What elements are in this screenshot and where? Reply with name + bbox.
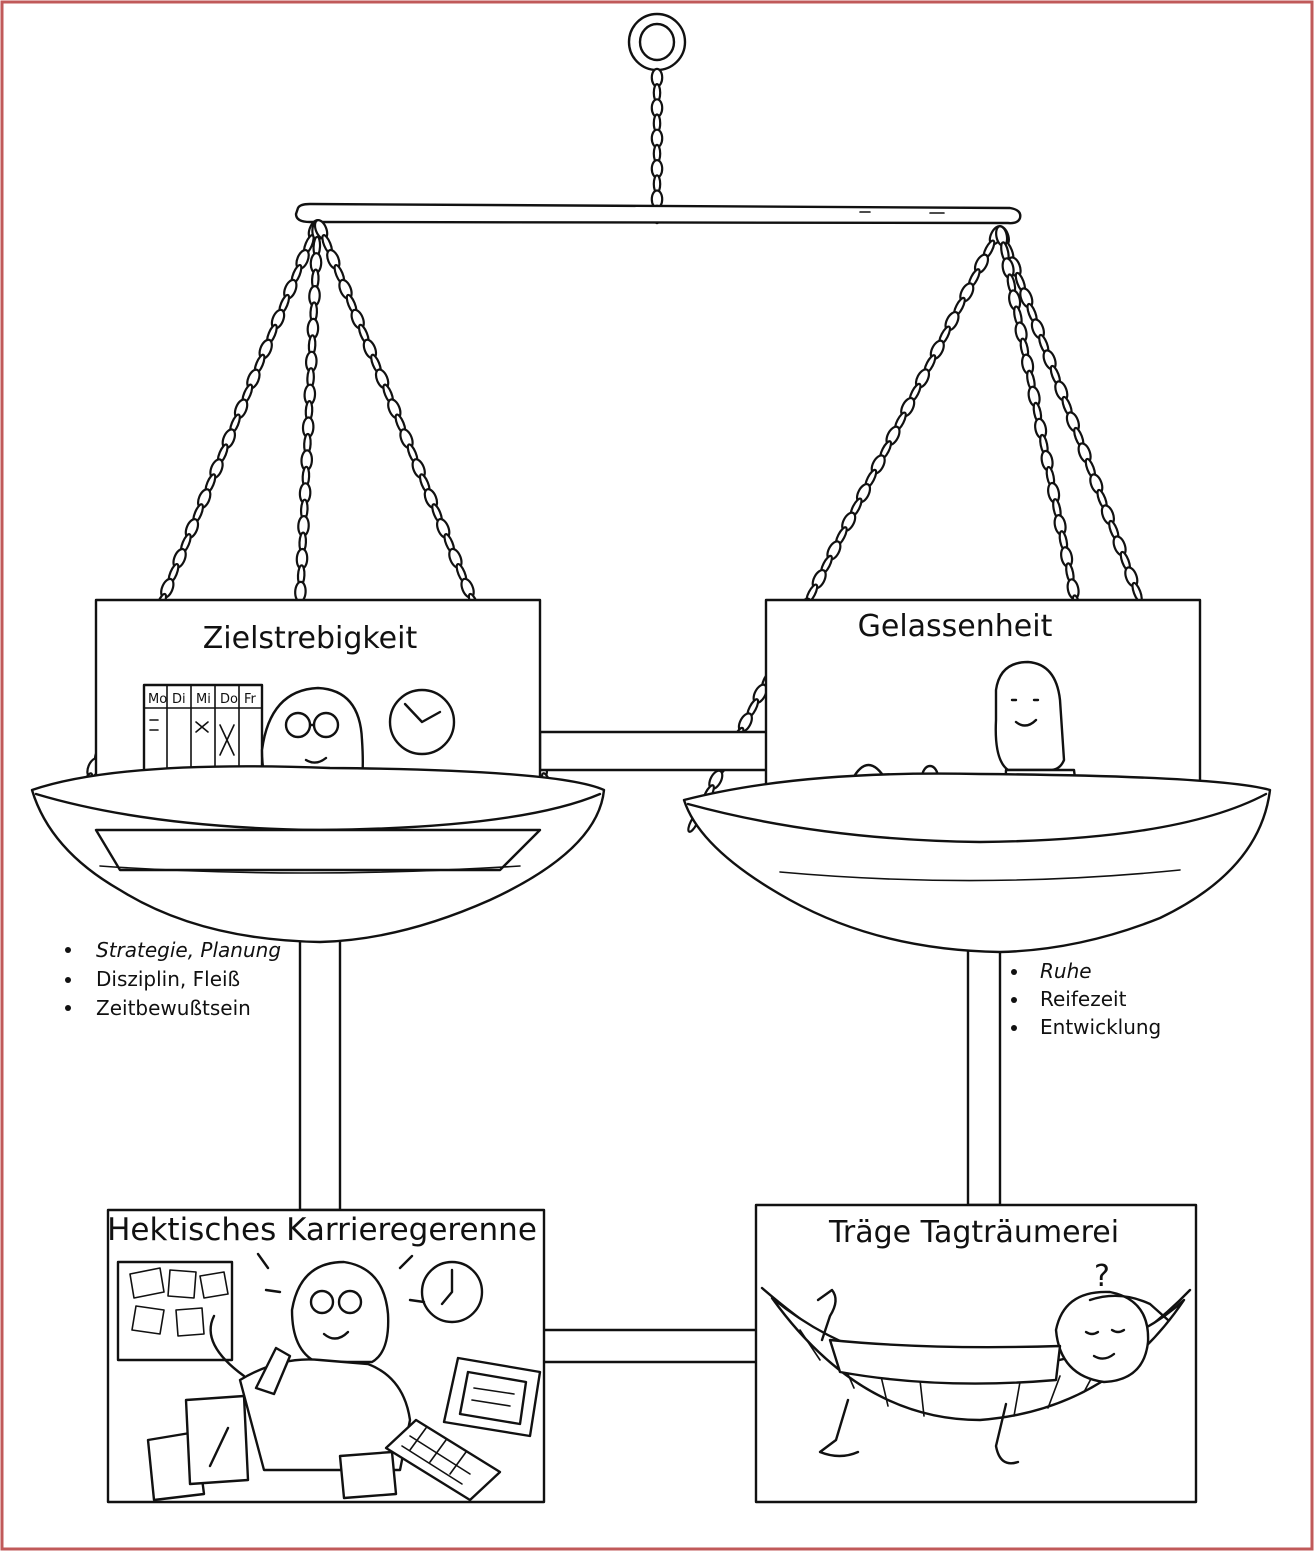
right-bullet-3: Entwicklung [1040, 1015, 1161, 1039]
calendar-day-label: Fr [244, 692, 257, 707]
right-pan: Gelassenheit [682, 598, 1272, 954]
left-bullets: Strategie, Planung Disziplin, Fleiß Zeit… [65, 938, 281, 1020]
clock-icon [420, 1260, 484, 1324]
left-bullet-2: Disziplin, Fleiß [96, 967, 240, 991]
calendar-day-label: Mo [148, 692, 167, 707]
right-bullets: Ruhe Reifezeit Entwicklung [1011, 959, 1161, 1039]
right-pan-bowl [682, 772, 1272, 954]
sleeping-person-figure [816, 1288, 1170, 1465]
left-bullet-3: Zeitbewußtsein [96, 996, 251, 1020]
scale-beam [294, 202, 1022, 225]
left-pan-title: Zielstrebigkeit [203, 621, 418, 656]
keyboard-icon [384, 1418, 502, 1502]
chain-icon [650, 67, 664, 225]
clock-icon [388, 688, 456, 756]
right-pan-title: Gelassenheit [858, 609, 1053, 644]
computer-monitor-icon [442, 1356, 542, 1438]
bottom-right-panel: Träge Tagträumerei ? [754, 1203, 1198, 1504]
bottom-left-panel: Hektisches Karrieregerenne [106, 1208, 546, 1504]
right-bullet-1: Ruhe [1040, 959, 1092, 983]
left-pan: Zielstrebigkeit Mo Di Mi Do Fr [30, 598, 606, 944]
calendar-day-label: Di [172, 692, 186, 707]
right-bullet-2: Reifezeit [1040, 987, 1127, 1011]
bottom-left-title: Hektisches Karrieregerenne [107, 1212, 537, 1248]
hanging-ring-icon [627, 12, 687, 72]
thought-mark: ? [1094, 1259, 1110, 1294]
left-bullet-1: Strategie, Planung [96, 938, 281, 962]
weekly-calendar: Mo Di Mi Do Fr [142, 683, 264, 775]
calendar-day-label: Mi [196, 692, 211, 707]
calendar-day-label: Do [220, 692, 238, 707]
stressed-worker-figure [209, 1252, 426, 1472]
bottom-right-title: Träge Tagträumerei [828, 1215, 1119, 1250]
